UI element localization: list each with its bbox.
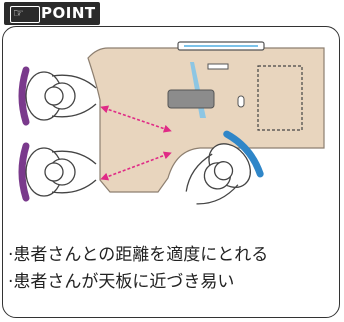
content-card bbox=[2, 26, 340, 318]
doctor bbox=[185, 130, 264, 205]
patient-upper bbox=[18, 66, 97, 126]
note-distance: ·患者さんとの距離を適度にとれる bbox=[8, 245, 269, 265]
consultation-layout-illustration bbox=[18, 41, 325, 205]
keyboard bbox=[167, 89, 215, 109]
point-notes: ·患者さんとの距離を適度にとれる ·患者さんが天板に近づき易い bbox=[8, 242, 268, 296]
pointing-hand-icon: ☞ bbox=[10, 6, 40, 23]
patient-chair-lower bbox=[18, 142, 30, 202]
doctor-chair bbox=[223, 130, 264, 178]
distance-arrow-lower bbox=[100, 151, 172, 181]
monitor-stand bbox=[207, 63, 229, 70]
patient-lower bbox=[18, 142, 97, 202]
under-desk-storage bbox=[257, 65, 303, 131]
mouse bbox=[237, 95, 245, 108]
distance-arrow-upper bbox=[100, 105, 172, 133]
point-tag: ☞ POINT bbox=[4, 2, 100, 25]
point-label: POINT bbox=[41, 4, 96, 22]
note-access: ·患者さんが天板に近づき易い bbox=[8, 272, 235, 292]
patient-chair-upper bbox=[18, 66, 30, 126]
